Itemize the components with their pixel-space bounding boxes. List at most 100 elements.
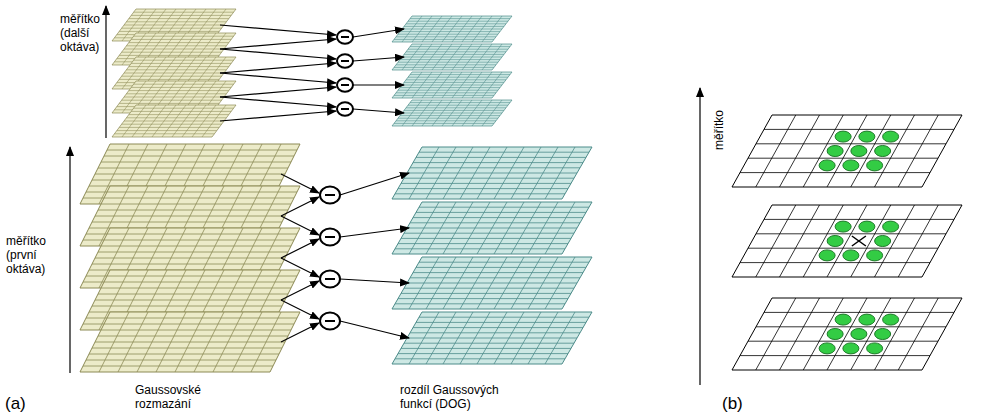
neighbour-dot <box>827 329 843 340</box>
grid-line <box>406 107 506 108</box>
arrow <box>220 97 336 107</box>
grid-line <box>410 222 580 223</box>
arrow <box>353 84 404 85</box>
grid-line <box>410 18 510 19</box>
neighbour-dot <box>867 343 883 354</box>
grid-line <box>419 262 589 263</box>
panel-letter: (b) <box>722 394 743 414</box>
grid-line <box>126 117 226 118</box>
grid-line <box>410 74 510 75</box>
grid-line <box>129 114 229 115</box>
grid-line <box>394 123 494 124</box>
neighbour-dot <box>827 236 843 247</box>
grid-line <box>407 283 577 284</box>
grid-line <box>756 326 946 327</box>
arrow <box>281 300 319 319</box>
minus-stroke <box>341 108 349 110</box>
layer-outline <box>392 312 592 364</box>
grid-line <box>416 157 586 158</box>
grid-line <box>416 212 586 213</box>
neighbour-dot <box>835 221 851 232</box>
grid-line <box>104 282 294 283</box>
grid-line <box>124 97 224 98</box>
grid-line <box>780 298 820 370</box>
subtract-symbol <box>320 313 340 330</box>
subtract-symbol <box>320 229 340 246</box>
grid-line <box>119 127 219 128</box>
grid-line <box>395 303 565 304</box>
grid-line <box>104 198 294 199</box>
grid-line <box>119 55 219 56</box>
neighbour-dot <box>875 329 891 340</box>
grid-line <box>803 205 843 277</box>
grid-line <box>95 342 285 343</box>
grid-line <box>92 264 282 265</box>
arrow <box>220 39 336 49</box>
grid-line <box>92 348 282 349</box>
arrow <box>220 111 336 121</box>
axis-label: měřítko (další oktáva) <box>60 12 108 54</box>
neighbour-dot <box>859 314 875 325</box>
grid-line <box>748 341 938 342</box>
grid-line <box>827 115 867 187</box>
grid-line <box>394 67 494 68</box>
neighbour-dot <box>819 250 835 261</box>
grid-line <box>119 79 219 80</box>
axis-label: měřítko <box>712 110 726 150</box>
grid-line <box>395 248 565 249</box>
grid-line <box>406 23 506 24</box>
grid-line <box>898 298 938 370</box>
grid-line <box>416 267 586 268</box>
grid-line <box>131 15 231 16</box>
grid-line <box>827 298 867 370</box>
grid-line <box>98 336 288 337</box>
arrow <box>699 88 700 385</box>
grid-line <box>780 205 820 277</box>
grid-line <box>416 322 586 323</box>
grid-line <box>126 45 226 46</box>
grid-line <box>413 217 583 218</box>
grid-line <box>114 133 214 134</box>
grid-line <box>122 76 222 77</box>
grid-line <box>410 102 510 103</box>
arrow <box>281 216 319 235</box>
grid-line <box>95 216 285 217</box>
grid-line <box>92 306 282 307</box>
minus-stroke <box>341 36 349 38</box>
grid-line <box>134 108 234 109</box>
layer-outline <box>392 44 512 70</box>
neighbour-dot <box>883 131 899 142</box>
layer-outline <box>732 115 962 187</box>
subtract-symbol <box>320 187 340 204</box>
grid-line <box>404 54 504 55</box>
grid-line <box>398 298 568 299</box>
neighbour-dot <box>859 221 875 232</box>
arrow <box>281 174 319 193</box>
layer-outline <box>392 72 512 98</box>
image-layer <box>80 312 300 372</box>
column-caption: rozdíl Gaussových funkcí (DOG) <box>400 383 525 411</box>
grid-line <box>122 100 222 101</box>
grid-line <box>413 272 583 273</box>
grid-line <box>898 205 938 277</box>
grid-line <box>101 162 291 163</box>
layer-outline <box>112 57 236 89</box>
arrow <box>353 109 404 113</box>
grid-line <box>402 85 502 86</box>
layer-outline <box>392 147 592 199</box>
grid-line <box>803 298 843 370</box>
sample-cross <box>852 236 866 246</box>
grid-line <box>398 90 498 91</box>
layer-outline <box>112 105 236 137</box>
image-layer <box>392 202 592 254</box>
grid-line <box>413 162 583 163</box>
grid-line <box>101 330 291 331</box>
neighbour-dot <box>867 160 883 171</box>
grid-line <box>83 366 273 367</box>
grid-line <box>419 207 589 208</box>
grid-line <box>851 205 891 277</box>
image-layer <box>112 105 236 137</box>
neighbour-dot <box>851 329 867 340</box>
grid-line <box>408 77 508 78</box>
neighbour-dot <box>883 221 899 232</box>
